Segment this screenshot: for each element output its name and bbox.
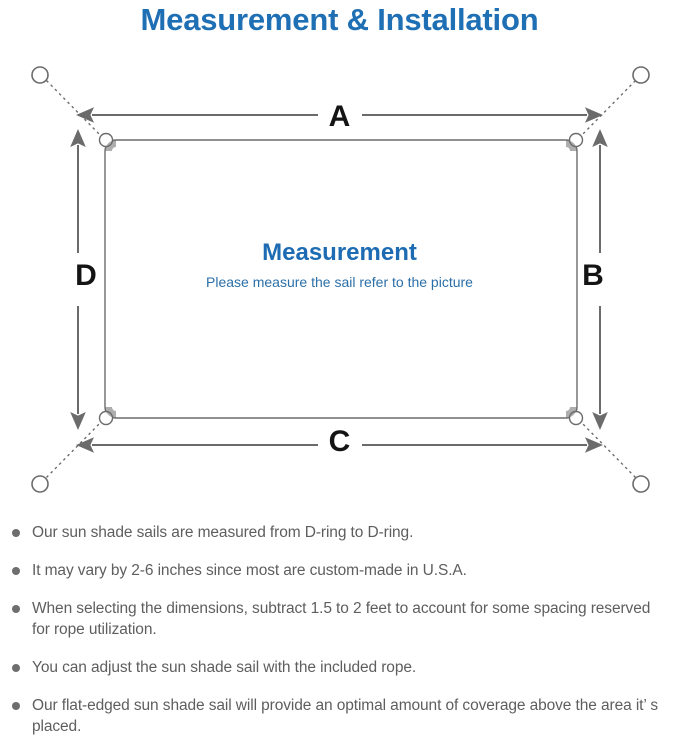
sail-body (104, 139, 578, 419)
bullet-icon (12, 702, 20, 710)
anchor-top-left-icon (31, 66, 49, 84)
bullet-icon (12, 664, 20, 672)
list-item: When selecting the dimensions, subtract … (0, 598, 679, 640)
note-text: Our flat-edged sun shade sail will provi… (32, 697, 658, 735)
anchor-top-right-icon (632, 66, 650, 84)
rope-bottom-right (578, 419, 639, 481)
anchor-bottom-left-icon (31, 475, 49, 493)
list-item: Our flat-edged sun shade sail will provi… (0, 695, 679, 737)
sail-center-title: Measurement (262, 239, 417, 266)
corner-wedge-top-right (566, 140, 577, 151)
sail-center-caption: Measurement Please measure the sail refe… (0, 238, 679, 293)
dimension-label-c: C (328, 425, 351, 458)
list-item: Our sun shade sails are measured from D-… (0, 522, 679, 543)
note-text: It may vary by 2-6 inches since most are… (32, 562, 467, 579)
sail-measurement-diagram: A B C D Measurement Please measure the s… (0, 48, 679, 518)
rope-top-right (578, 77, 639, 139)
note-text: You can adjust the sun shade sail with t… (32, 659, 417, 676)
corner-wedge-bottom-right (566, 407, 577, 418)
note-text: When selecting the dimensions, subtract … (32, 600, 651, 638)
page-title: Measurement & Installation (140, 2, 539, 37)
bullet-icon (12, 605, 20, 613)
corner-wedge-bottom-left (105, 407, 116, 418)
dimension-label-d: D (75, 259, 97, 292)
list-item: It may vary by 2-6 inches since most are… (0, 560, 679, 581)
rope-top-left (43, 77, 104, 139)
dimension-label-b: B (582, 259, 604, 292)
note-text: Our sun shade sails are measured from D-… (32, 524, 414, 541)
anchor-bottom-right-icon (632, 475, 650, 493)
corner-wedge-top-left (105, 140, 116, 151)
bullet-icon (12, 529, 20, 537)
bullet-icon (12, 567, 20, 575)
sail-center-subtitle: Please measure the sail refer to the pic… (206, 274, 473, 290)
rope-bottom-left (43, 419, 104, 481)
notes-list: Our sun shade sails are measured from D-… (0, 522, 679, 737)
list-item: You can adjust the sun shade sail with t… (0, 657, 679, 678)
dimension-label-a: A (328, 100, 351, 133)
diagram-svg (31, 66, 650, 493)
